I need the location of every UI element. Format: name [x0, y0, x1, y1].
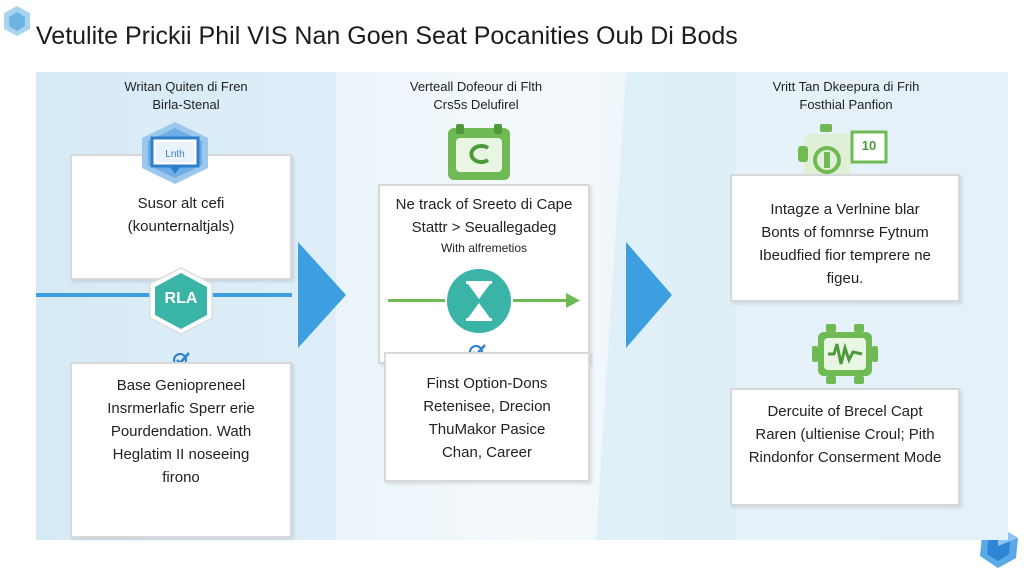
column-3-header: Vritt Tan Dkeepura di Frih Fosthial Panf… [736, 78, 956, 114]
column-3-bottom-line-3: Rindonfor Conserment Mode [748, 449, 942, 466]
rla-node-label: RLA [164, 290, 198, 307]
column-1-bottom-line-1: Base Geniopreneel [116, 377, 246, 394]
column-2-top-line-2: Stattr > Seuallegadeg [411, 219, 557, 236]
column-1-top-box-text: Susor alt cefi (kounternaltjals) [70, 192, 292, 238]
brand-logo-icon [4, 6, 30, 36]
column-2-bottom-box [384, 352, 590, 482]
column-3-bottom-line-1: Dercuite of Brecel Capt [767, 403, 923, 420]
column-3-top-box-text: Intagze a Verlnine blar Bonts of fomnrse… [730, 198, 960, 290]
column-2-header: Verteall Dofeour di Flth Crs5s Delufirel [366, 78, 586, 114]
column-2-bottom-line-2: Retenisee, Drecion [423, 398, 551, 415]
column-1-header-line-2: Birla-Stenal [152, 97, 220, 112]
hourglass-node-icon [445, 267, 513, 335]
column-1-bottom-box [70, 362, 292, 538]
column-1-top-line-2: (kounternaltjals) [127, 218, 235, 235]
monitor-icon [142, 122, 208, 184]
column-2-bottom-line-4: Chan, Career [441, 444, 533, 461]
diagram-title: Vetulite Prickii Phil VIS Nan Goen Seat … [36, 22, 738, 50]
column-1-bottom-line-5: firono [162, 469, 200, 486]
column-3-top-box [730, 174, 960, 302]
column-2-bottom-line-3: ThuMakor Pasice [428, 421, 546, 438]
column-3-top-line-2: Bonts of fomnrse Fytnum [761, 224, 929, 241]
column-2-flow-arrowhead-icon [566, 293, 580, 308]
flow-arrow-1-icon [298, 242, 346, 348]
column-2-top-line-1: Ne track of Sreeto di Cape [395, 196, 573, 213]
column-2-header-line-2: Crs5s Delufirel [433, 97, 519, 112]
calendar-icon [448, 124, 510, 180]
column-3-bottom-box-text: Dercuite of Brecel Capt Raren (ultienise… [720, 400, 970, 469]
column-1-header-line-1: Writan Quiten di Fren [124, 79, 248, 94]
column-1-top-line-1: Susor alt cefi [137, 195, 225, 212]
document-chart-icon-label: 10 [861, 138, 877, 153]
column-3-bottom-box [730, 388, 960, 506]
column-1-header: Writan Quiten di Fren Birla-Stenal [76, 78, 296, 114]
diagram-panel: Writan Quiten di Fren Birla-Stenal Susor… [36, 72, 1008, 540]
column-1-bottom-line-4: Heglatim II noseeing [112, 446, 250, 463]
column-1-bottom-line-3: Pourdendation. Wath [110, 423, 252, 440]
column-2-top-box-text: Ne track of Sreeto di Cape Stattr > Seua… [378, 193, 590, 239]
audio-device-icon [812, 324, 878, 384]
column-1-bottom-line-2: Insrmerlafic Sperr erie [107, 400, 255, 417]
column-3-bottom-line-2: Raren (ultienise Croul; Pith [755, 426, 935, 443]
column-2-header-line-1: Verteall Dofeour di Flth [409, 79, 543, 94]
column-3-top-line-1: Intagze a Verlnine blar [770, 201, 920, 218]
rla-node-icon [149, 267, 213, 335]
column-2-top-small-text: With alfremetios [440, 241, 528, 255]
column-3-header-line-2: Fosthial Panfion [799, 97, 893, 112]
column-1-bottom-box-text: Base Geniopreneel Insrmerlafic Sperr eri… [70, 374, 292, 489]
document-chart-icon [798, 124, 888, 192]
flow-arrow-2-icon [626, 242, 672, 348]
column-3-top-line-4: figeu. [826, 270, 864, 287]
column-2-bottom-box-text: Finst Option-Dons Retenisee, Drecion Thu… [384, 372, 590, 464]
monitor-icon-label: Lnth [165, 149, 185, 160]
column-3-header-line-1: Vritt Tan Dkeepura di Frih [772, 79, 920, 94]
column-2-bottom-line-1: Finst Option-Dons [426, 375, 548, 392]
column-3-top-line-3: Ibeudfied fior temprere ne [759, 247, 931, 264]
